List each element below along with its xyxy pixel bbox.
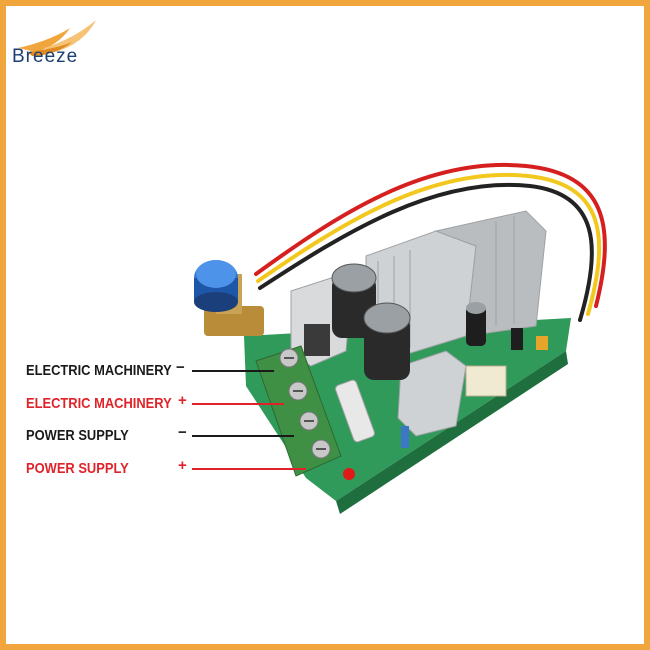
lead-line xyxy=(192,370,274,372)
potentiometer-knob-icon xyxy=(194,260,264,336)
label-electric-machinery-negative: ELECTRIC MACHINERY xyxy=(26,362,172,379)
sign-negative: − xyxy=(176,359,185,376)
capacitor xyxy=(331,263,486,380)
screw-terminal-block xyxy=(255,345,342,477)
label-power-supply-negative: POWER SUPPLY xyxy=(26,427,129,444)
breeze-bird-logo-icon xyxy=(18,20,96,56)
sign-positive: + xyxy=(178,392,187,409)
wire-bundle xyxy=(254,162,607,322)
lead-line xyxy=(192,403,284,405)
red-led xyxy=(343,468,355,480)
lead-line xyxy=(192,435,294,437)
heatsink xyxy=(365,210,547,437)
pwm-motor-controller-photo xyxy=(194,162,607,514)
brand-name: Breeze xyxy=(12,46,79,67)
label-power-supply-positive: POWER SUPPLY xyxy=(26,460,129,477)
label-electric-machinery-positive: ELECTRIC MACHINERY xyxy=(26,395,172,412)
fuse xyxy=(335,379,375,443)
sign-positive: + xyxy=(178,457,187,474)
lead-line xyxy=(192,468,306,470)
sign-negative: − xyxy=(178,424,187,441)
